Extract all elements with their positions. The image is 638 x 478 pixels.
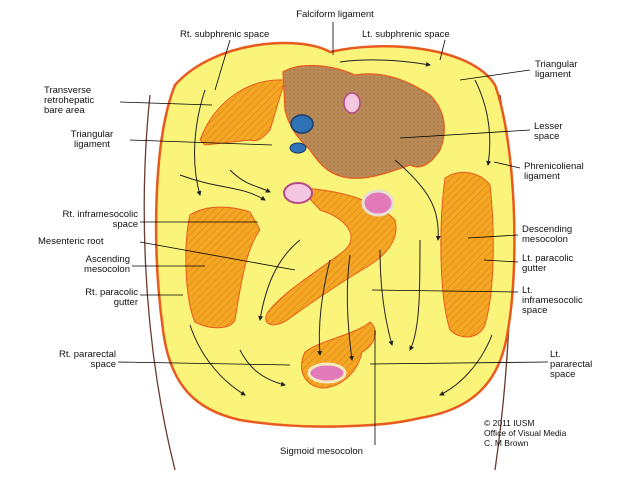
label-rt-subphrenic-space: Rt. subphrenic space <box>180 29 270 40</box>
leader-lines <box>117 22 549 445</box>
flow-arrows <box>179 59 493 396</box>
splenic-vessel <box>343 92 361 114</box>
label-falciform-ligament: Falciform ligament <box>296 9 374 20</box>
label-lesser-space: Lesser space <box>534 121 563 142</box>
descending-colon <box>440 171 494 338</box>
label-transverse-retrohepatic-bare-area: Transverse retrohepatic bare area <box>44 85 95 116</box>
ivc-vessel <box>290 114 314 134</box>
ascending-colon <box>185 206 261 329</box>
label-rt-paracolic-gutter: Rt. paracolic gutter <box>85 287 138 308</box>
label-triangular-ligament-left: Triangular ligament <box>70 129 114 150</box>
left-kidney-vessel <box>361 189 395 217</box>
rectum <box>307 362 347 384</box>
label-lt-inframesocolic-space: Lt. inframesocolic space <box>522 285 583 316</box>
label-rt-inframesocolic-space: Rt. inframesocolic space <box>62 209 139 230</box>
image-credit: © 2011 IUSM Office of Visual Media C. M … <box>484 418 567 448</box>
mesenteric-root-band <box>265 187 397 326</box>
label-lt-subphrenic-space: Lt. subphrenic space <box>362 29 450 40</box>
label-phrenicolienal-ligament: Phrenicolienal ligament <box>524 161 584 182</box>
label-descending-mesocolon: Descending mesocolon <box>522 224 573 245</box>
portal-vessel <box>289 142 307 154</box>
duodenum <box>283 182 313 204</box>
label-rt-pararectal-space: Rt. pararectal space <box>58 349 116 370</box>
label-lt-paracolic-gutter: Lt. paracolic gutter <box>522 253 574 274</box>
label-mesenteric-root: Mesenteric root <box>38 236 104 247</box>
lesser-space-region <box>282 64 445 179</box>
label-ascending-mesocolon: Ascending mesocolon <box>84 254 130 275</box>
label-sigmoid-mesocolon: Sigmoid mesocolon <box>280 446 363 457</box>
label-triangular-ligament-right: Triangular ligament <box>535 59 578 80</box>
label-lt-pararectal-space: Lt. pararectal space <box>550 349 593 380</box>
